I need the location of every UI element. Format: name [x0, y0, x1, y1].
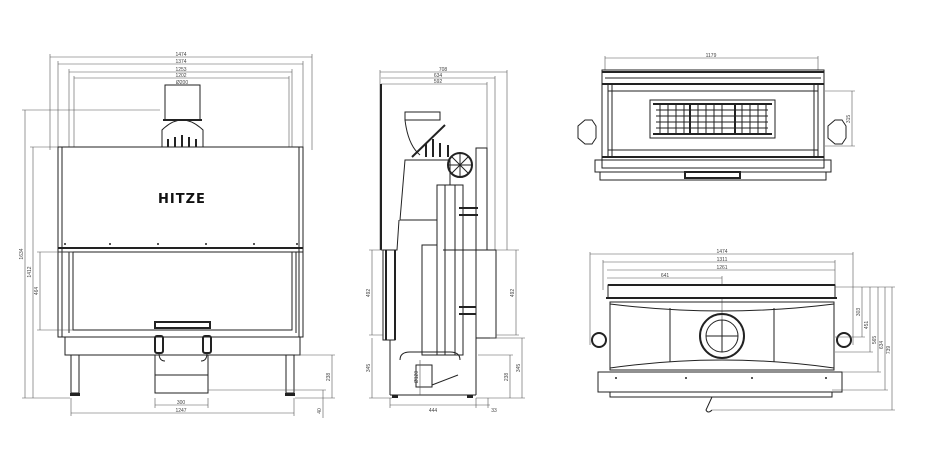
- dim-depth-708: 708: [439, 67, 448, 73]
- dim-depth-634: 634: [434, 73, 443, 79]
- firebox-body: [57, 146, 304, 338]
- base-frame: [64, 336, 301, 356]
- dim-step-height: 238: [504, 373, 510, 382]
- dim-width-1474: 1474: [175, 52, 186, 58]
- dim-width-1374: 1374: [175, 59, 186, 65]
- brand-logo: HITZE: [158, 192, 206, 207]
- door-handle: [154, 321, 211, 329]
- dim-leg-depth: 444: [429, 408, 438, 414]
- step-box: [154, 354, 209, 394]
- dim-bottom-depth-303: 303: [856, 308, 862, 317]
- dim-top-width: 1179: [706, 53, 717, 59]
- glass-door: [72, 251, 293, 331]
- dim-height-238: 238: [326, 373, 332, 382]
- hex-nut-right: [827, 119, 847, 145]
- dim-leg-span: 1247: [175, 408, 186, 414]
- leg-right: [285, 354, 295, 394]
- dim-door-height-right: 492: [510, 289, 516, 298]
- dim-bottom-depth-451: 451: [864, 321, 870, 330]
- dim-door-height-left: 492: [366, 289, 372, 298]
- flue-ring: [699, 313, 745, 359]
- top-view: 1179 315: [577, 53, 855, 181]
- leg-left: [70, 354, 80, 394]
- dim-bottom-depth-565: 565: [872, 336, 878, 345]
- dim-height-464: 464: [34, 287, 40, 296]
- dim-leg-offset: 40: [317, 408, 323, 414]
- side-view: 708 634 592 492 492 345 345: [366, 67, 525, 414]
- dim-flue-diameter: Ø200: [176, 80, 188, 86]
- dim-step-width: 300: [177, 400, 186, 406]
- dim-bottom-depth-739: 739: [886, 346, 892, 355]
- dim-base-left: 345: [366, 364, 372, 373]
- dim-width-1202: 1202: [175, 73, 186, 79]
- dim-base-right: 345: [516, 364, 522, 373]
- grate: [649, 99, 776, 139]
- base-plate: [597, 371, 843, 393]
- hex-nut-left: [577, 119, 597, 145]
- flue-collar: [164, 84, 201, 121]
- dim-bottom-width-1261: 1261: [716, 265, 727, 271]
- bottom-view: 1474 1311 1261 641 303 451 565 634 739: [589, 249, 895, 413]
- dim-height-1634: 1634: [19, 248, 25, 259]
- front-frame: [607, 284, 836, 299]
- dim-height-1412: 1412: [27, 266, 33, 277]
- dim-bottom-depth-634: 634: [879, 341, 885, 350]
- dim-air-inlet: Ø120: [414, 371, 420, 383]
- front-view: 1474 1374 1253 1202 Ø200 HITZE: [19, 52, 335, 418]
- dim-bottom-width-1474: 1474: [716, 249, 727, 255]
- dim-width-1253: 1253: [175, 67, 186, 73]
- dim-top-depth: 315: [846, 115, 852, 124]
- dim-bottom-width-641: 641: [661, 273, 670, 279]
- dim-depth-592: 592: [434, 79, 443, 85]
- dim-offset: 33: [491, 408, 497, 414]
- dim-bottom-width-1311: 1311: [717, 257, 728, 263]
